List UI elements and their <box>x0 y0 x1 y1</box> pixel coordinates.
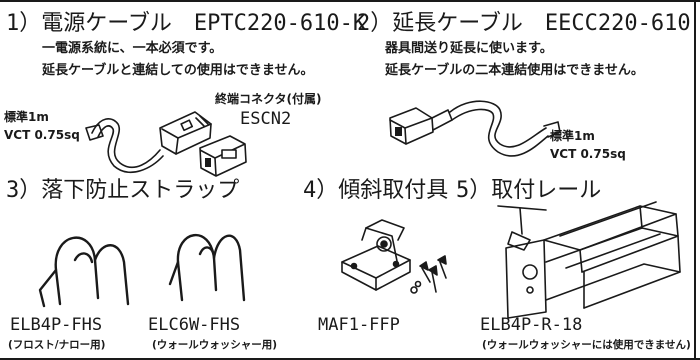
mounting-rail-note: (ウォールウォッシャーには使用できません) <box>482 339 691 351</box>
fall-strap-heading: 3）落下防止ストラップ <box>6 178 240 203</box>
extension-cable-wire-spec: VCT 0.75sq <box>550 147 626 161</box>
strap-narrow-note: (フロスト/ナロー用) <box>8 339 106 351</box>
strap-narrow-part-number: ELB4P-FHS <box>10 315 103 335</box>
frame-top-border <box>0 0 700 2</box>
extension-cable-desc-line2: 延長ケーブルの二本連結使用はできません。 <box>385 63 644 78</box>
frame-bottom-border <box>0 358 700 360</box>
terminator-part-number: ESCN2 <box>240 109 292 129</box>
strap-wallwasher-note: (ウォールウォッシャー用) <box>152 339 278 351</box>
terminator-label: 終端コネクタ(付属) <box>215 92 322 106</box>
frame-right-border <box>694 0 696 360</box>
power-cable-desc-line2: 延長ケーブルと連結しての使用はできません。 <box>42 63 314 78</box>
mounting-rail-part-number: ELB4P-R-18 <box>480 315 583 335</box>
tilt-mount-part-number: MAF1-FFP <box>318 315 400 335</box>
mounting-rail-heading: 5）取付レール <box>456 178 602 203</box>
power-cable-wire-spec: VCT 0.75sq <box>4 128 80 142</box>
extension-cable-desc-line1: 器具間送り延長に使います。 <box>385 41 553 56</box>
extension-cable-heading: 2）延長ケーブル EECC220-610 <box>357 11 691 36</box>
power-cable-heading: 1）電源ケーブル EPTC220-610-K <box>6 11 367 36</box>
tilt-mount-heading: 4）傾斜取付具 <box>303 178 449 203</box>
power-cable-length-spec: 標準1m <box>4 110 49 124</box>
strap-wallwasher-part-number: ELC6W-FHS <box>148 315 241 335</box>
extension-cable-length-spec: 標準1m <box>550 129 595 143</box>
power-cable-desc-line1: 一電源系統に、一本必須です。 <box>42 41 223 56</box>
